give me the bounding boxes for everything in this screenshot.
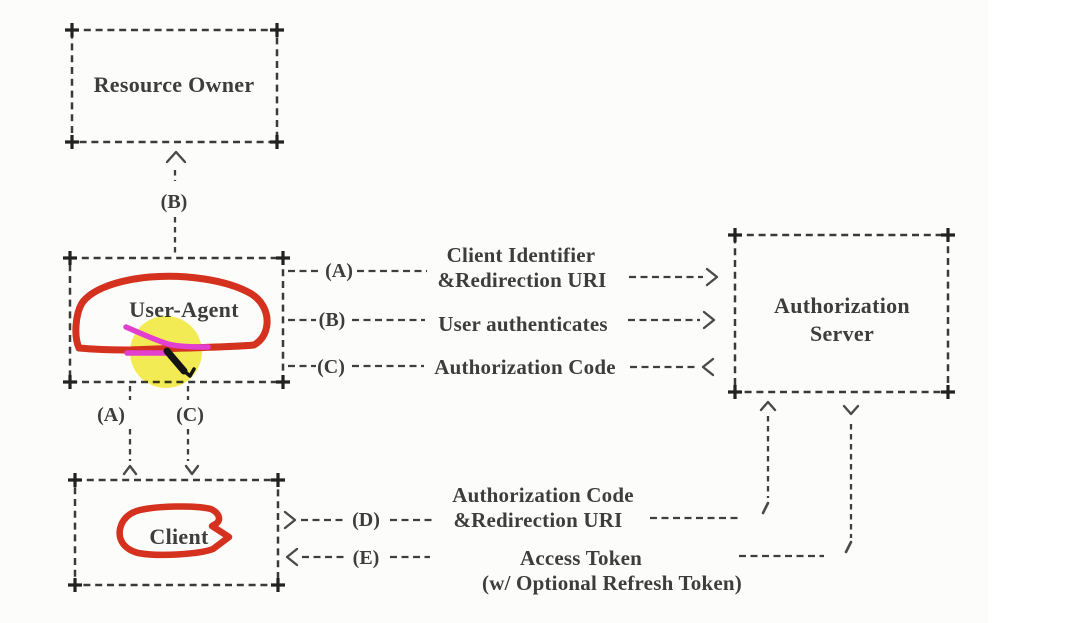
- pink-stroke-upper-annotation: [123, 324, 211, 350]
- flow-label-e: (E): [353, 547, 380, 569]
- flow-e-text-line2: (w/ Optional Refresh Token): [482, 571, 742, 595]
- connector-c-down: (C): [176, 386, 204, 476]
- arrowhead-right-icon: [705, 267, 719, 287]
- flow-row-a: (A) Client Identifier &Redirection URI: [288, 243, 719, 292]
- arrowhead-down-icon: [842, 404, 860, 416]
- resource-owner-border: [70, 28, 279, 144]
- flow-row-d: (D) Authorization Code &Redirection URI: [283, 400, 777, 532]
- authorization-server-label-line1: Authorization: [774, 293, 910, 318]
- flow-b-text: User authenticates: [438, 312, 607, 336]
- arrowhead-down-icon: [184, 464, 200, 476]
- corner-marks: [63, 251, 290, 389]
- annotations: [72, 272, 271, 559]
- flow-row-c: (C) Authorization Code: [288, 355, 715, 379]
- connector-b-top: (B): [161, 150, 188, 257]
- corner-marks: [728, 228, 955, 399]
- flow-label-a: (A): [325, 260, 353, 282]
- corner-marks: [68, 473, 285, 592]
- arrowhead-left-icon: [285, 547, 299, 567]
- authorization-server-box: Authorization Server: [728, 228, 955, 399]
- flow-e-text-line1: Access Token: [520, 546, 642, 570]
- connector-a-down: (A): [97, 386, 138, 476]
- corner-tick: [761, 501, 770, 515]
- client-box: Client: [68, 473, 285, 592]
- flow-label-b-top: (B): [161, 191, 188, 213]
- authorization-server-border: [733, 233, 950, 394]
- user-agent-label: User-Agent: [129, 297, 239, 322]
- flow-label-c: (C): [317, 356, 345, 378]
- flow-label-b: (B): [319, 309, 346, 331]
- flow-label-c-down: (C): [176, 404, 204, 426]
- flow-d-text-line2: &Redirection URI: [453, 508, 622, 532]
- corner-marks: [65, 23, 284, 149]
- arrowhead-up-icon: [759, 400, 777, 412]
- arrowhead-left-icon: [701, 357, 715, 377]
- arrowhead-up-icon: [122, 464, 138, 476]
- image-background: [0, 0, 988, 623]
- flow-row-b: (B) User authenticates: [288, 309, 716, 336]
- user-agent-red-scribble-annotation: [72, 272, 271, 354]
- flow-label-d: (D): [352, 509, 380, 531]
- flow-a-text-line2: &Redirection URI: [437, 268, 606, 292]
- flow-label-a-down: (A): [97, 404, 125, 426]
- corner-tick: [844, 540, 853, 554]
- arrowhead-right-icon: [702, 310, 716, 330]
- authorization-server-label-line2: Server: [810, 321, 874, 346]
- client-red-scribble-annotation: [116, 503, 233, 559]
- resource-owner-box: Resource Owner: [65, 23, 284, 149]
- arrowhead-up-icon: [165, 150, 187, 164]
- flow-row-e: (E) Access Token (w/ Optional Refresh To…: [285, 404, 860, 595]
- flow-a-text-line1: Client Identifier: [447, 243, 596, 267]
- black-pen-mark-annotation: [163, 347, 188, 375]
- client-label: Client: [149, 524, 209, 549]
- arrowhead-right-icon: [283, 510, 297, 530]
- flow-d-text-line1: Authorization Code: [452, 483, 634, 507]
- black-pen-tip-annotation: [181, 367, 196, 378]
- flow-c-text: Authorization Code: [434, 355, 616, 379]
- resource-owner-label: Resource Owner: [94, 72, 255, 97]
